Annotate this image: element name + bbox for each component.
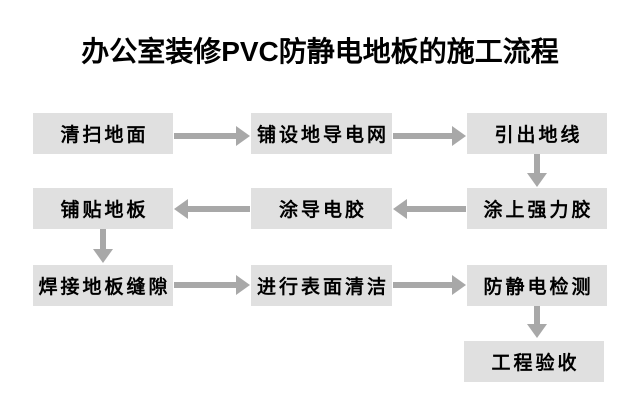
flow-node-clean-ground: 清扫地面 [33,113,173,154]
flow-node-surface-cleaning: 进行表面清洁 [251,265,392,306]
flow-node-apply-conductive-adhesive: 涂导电胶 [251,188,392,229]
flow-node-antistatic-test: 防静电检测 [467,265,607,306]
flow-node-lay-floor: 铺贴地板 [33,188,173,229]
flow-node-lead-out-ground-wire: 引出地线 [467,113,607,154]
flow-node-apply-strong-adhesive: 涂上强力胶 [467,188,607,229]
page-title: 办公室装修PVC防静电地板的施工流程 [81,36,559,67]
flow-node-lay-conductive-grid: 铺设地导电网 [251,113,392,154]
flow-node-project-acceptance: 工程验收 [464,341,604,382]
flow-node-weld-floor-seams: 焊接地板缝隙 [33,265,173,306]
